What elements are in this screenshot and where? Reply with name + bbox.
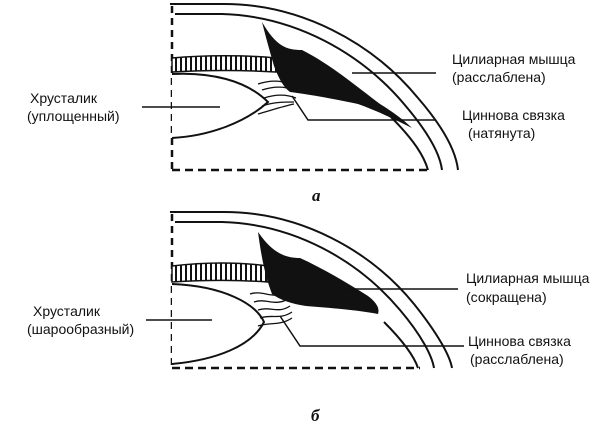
choroid-wall-b: [383, 321, 419, 369]
lens-name-b: Хрусталик: [33, 303, 101, 319]
caption-a: а: [312, 186, 321, 205]
panel-a: Хрусталик (уплощенный) Цилиарная мышца (…: [27, 3, 576, 205]
lens-spherical-b: [171, 283, 266, 365]
iris-b: [171, 262, 269, 283]
iris-a: [171, 55, 277, 73]
ciliary-state-a: (расслаблена): [452, 69, 546, 85]
zonule-state-b: (расслаблена): [470, 351, 564, 367]
lens-name-a: Хрусталик: [30, 90, 98, 106]
ciliary-muscle-a: [262, 22, 412, 128]
ciliary-muscle-b: [258, 232, 379, 314]
zonule-name-a: Циннова связка: [462, 107, 565, 123]
lens-state-b: (шарообразный): [27, 321, 134, 337]
zonule-name-b: Циннова связка: [468, 333, 571, 349]
caption-b: б: [311, 406, 321, 425]
ciliary-state-b: (сокращена): [466, 289, 547, 305]
leader-zonule-a: [291, 95, 436, 121]
zonule-state-a: (натянута): [468, 125, 535, 141]
lens-state-a: (уплощенный): [27, 108, 120, 124]
ciliary-name-b: Цилиарная мышца: [466, 270, 590, 286]
panel-b: Хрусталик (шарообразный) Цилиарная мышца…: [27, 211, 590, 425]
choroid-wall-a: [389, 115, 429, 171]
lens-flattened-a: [171, 72, 270, 139]
leader-zonule-b: [279, 315, 464, 347]
zonule-fibres-b: [249, 292, 293, 327]
sclera-inner-wall-b: [175, 221, 435, 369]
sclera-inner-wall-a: [175, 13, 443, 171]
ciliary-name-a: Цилиарная мышца: [452, 51, 576, 67]
